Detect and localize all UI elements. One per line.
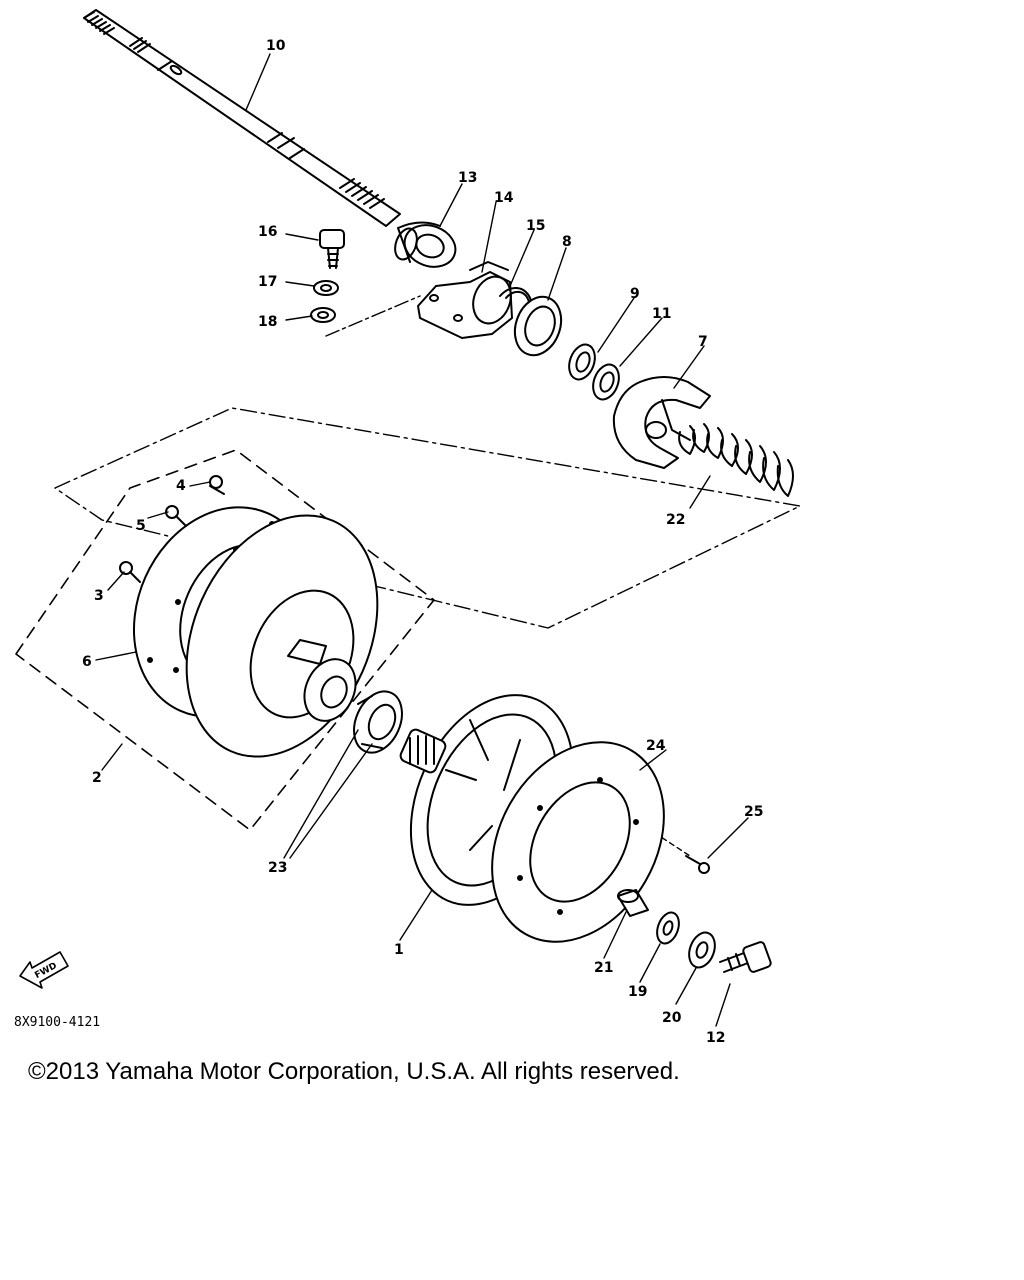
screw-25 [685, 855, 710, 874]
callout-20: 20 [662, 1010, 682, 1026]
callout-9: 9 [630, 286, 640, 302]
bolt-16 [319, 229, 345, 269]
primary-shaft [83, 9, 401, 227]
kit-boundary [15, 449, 435, 831]
bolt-12 [719, 941, 772, 973]
drawing-code: 8X9100-4121 [14, 1015, 100, 1030]
washer-20 [688, 931, 716, 969]
callout-6: 6 [82, 654, 92, 670]
callout-25: 25 [744, 804, 763, 820]
torque-cam [612, 376, 711, 469]
copyright-notice: ©2013 Yamaha Motor Corporation, U.S.A. A… [28, 1058, 680, 1085]
callout-8: 8 [562, 234, 572, 250]
callout-14: 14 [494, 190, 514, 206]
callout-24: 24 [646, 738, 666, 754]
callout-12: 12 [706, 1030, 725, 1046]
collar-23 [353, 690, 403, 754]
callout-17: 17 [258, 274, 277, 290]
callout-11: 11 [652, 306, 671, 322]
callout-19: 19 [628, 984, 647, 1000]
callout-1: 1 [394, 942, 404, 958]
screw-4 [209, 475, 225, 495]
callout-13: 13 [458, 170, 477, 186]
washer-19 [656, 911, 680, 945]
fwd-arrow-icon [19, 951, 69, 989]
callout-15: 15 [526, 218, 545, 234]
washer-8 [513, 295, 563, 357]
bearing [394, 221, 457, 268]
washer-17 [313, 280, 339, 296]
washer-18 [310, 307, 336, 323]
exploded-parts-diagram: 10 13 14 15 8 16 17 18 9 11 7 22 4 5 3 6… [14, 9, 801, 1046]
callout-5: 5 [136, 518, 146, 534]
screw-5 [165, 505, 187, 527]
callout-3: 3 [94, 588, 104, 604]
bracket [417, 261, 513, 339]
callout-7: 7 [698, 334, 708, 350]
callout-2: 2 [92, 770, 102, 786]
callout-21: 21 [594, 960, 613, 976]
callout-16: 16 [258, 224, 277, 240]
screw-3 [119, 561, 141, 583]
callout-18: 18 [258, 314, 277, 330]
callout-4: 4 [176, 478, 186, 494]
movable-sheave [185, 514, 379, 758]
callout-10: 10 [266, 38, 286, 54]
callout-22: 22 [666, 512, 685, 528]
spring [678, 423, 794, 497]
callout-23: 23 [268, 860, 287, 876]
collar-21 [617, 889, 649, 917]
